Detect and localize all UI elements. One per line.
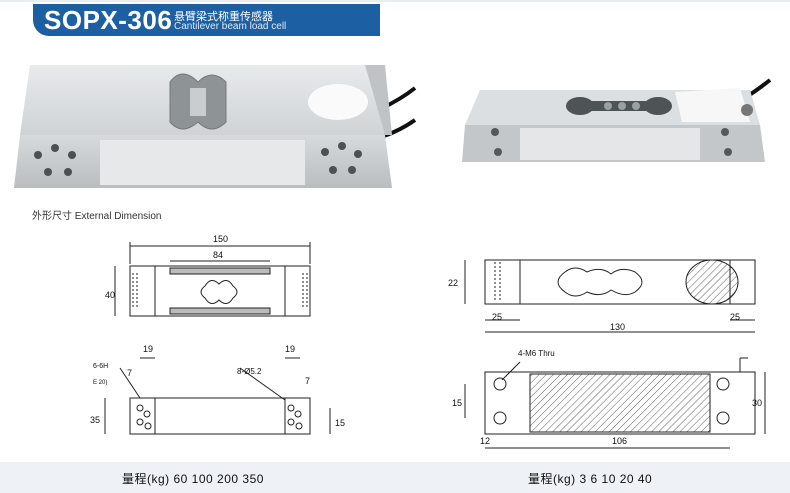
dim-label: 7 [127, 368, 132, 378]
load-cell-photo-large [14, 65, 417, 188]
capacity-right: 量程(kg) 3 6 10 20 40 [528, 472, 653, 486]
dim-label: 35 [90, 415, 100, 425]
dim-label: 25 [492, 312, 502, 322]
dim-label: 150 [213, 234, 228, 244]
dim-label: 15 [335, 418, 345, 428]
dim-label: 130 [610, 322, 625, 332]
dim-label: 12 [480, 436, 490, 446]
dim-label: 25 [730, 312, 740, 322]
dim-label: 7 [305, 376, 310, 386]
load-cell-photo-small [462, 78, 772, 162]
dim-label: 15 [452, 398, 462, 408]
dim-label: 22 [448, 278, 458, 288]
dim-label: 40 [105, 290, 115, 300]
left-dimension-drawing: 150 84 40 6-6H 7 E 20) 19 8-Ø5.2 19 7 35… [90, 234, 345, 435]
title-chinese: 悬臂梁式称重传感器 [174, 11, 273, 23]
caption-bar [0, 462, 790, 493]
title-english: Cantilever beam load cell [174, 21, 287, 32]
section-label: 外形尺寸 External Dimension [32, 211, 162, 222]
dim-label: 19 [285, 344, 295, 354]
dim-label: 106 [612, 436, 627, 446]
dim-label: 6-6H [93, 363, 108, 370]
dim-label: 30 [752, 398, 762, 408]
model-number: SOPX-306 [44, 5, 173, 35]
right-dimension-drawing: 22 25 25 130 4-M6 Thru 15 30 12 106 [448, 259, 766, 449]
header-stripe [0, 0, 790, 2]
dim-label: 4-M6 Thru [518, 349, 555, 358]
dim-label: E 20) [93, 380, 107, 386]
capacity-left: 量程(kg) 60 100 200 350 [122, 472, 264, 486]
dim-label: 8-Ø5.2 [237, 367, 262, 376]
dim-label: 19 [143, 344, 153, 354]
header-banner [33, 4, 380, 36]
dim-label: 84 [213, 250, 223, 260]
